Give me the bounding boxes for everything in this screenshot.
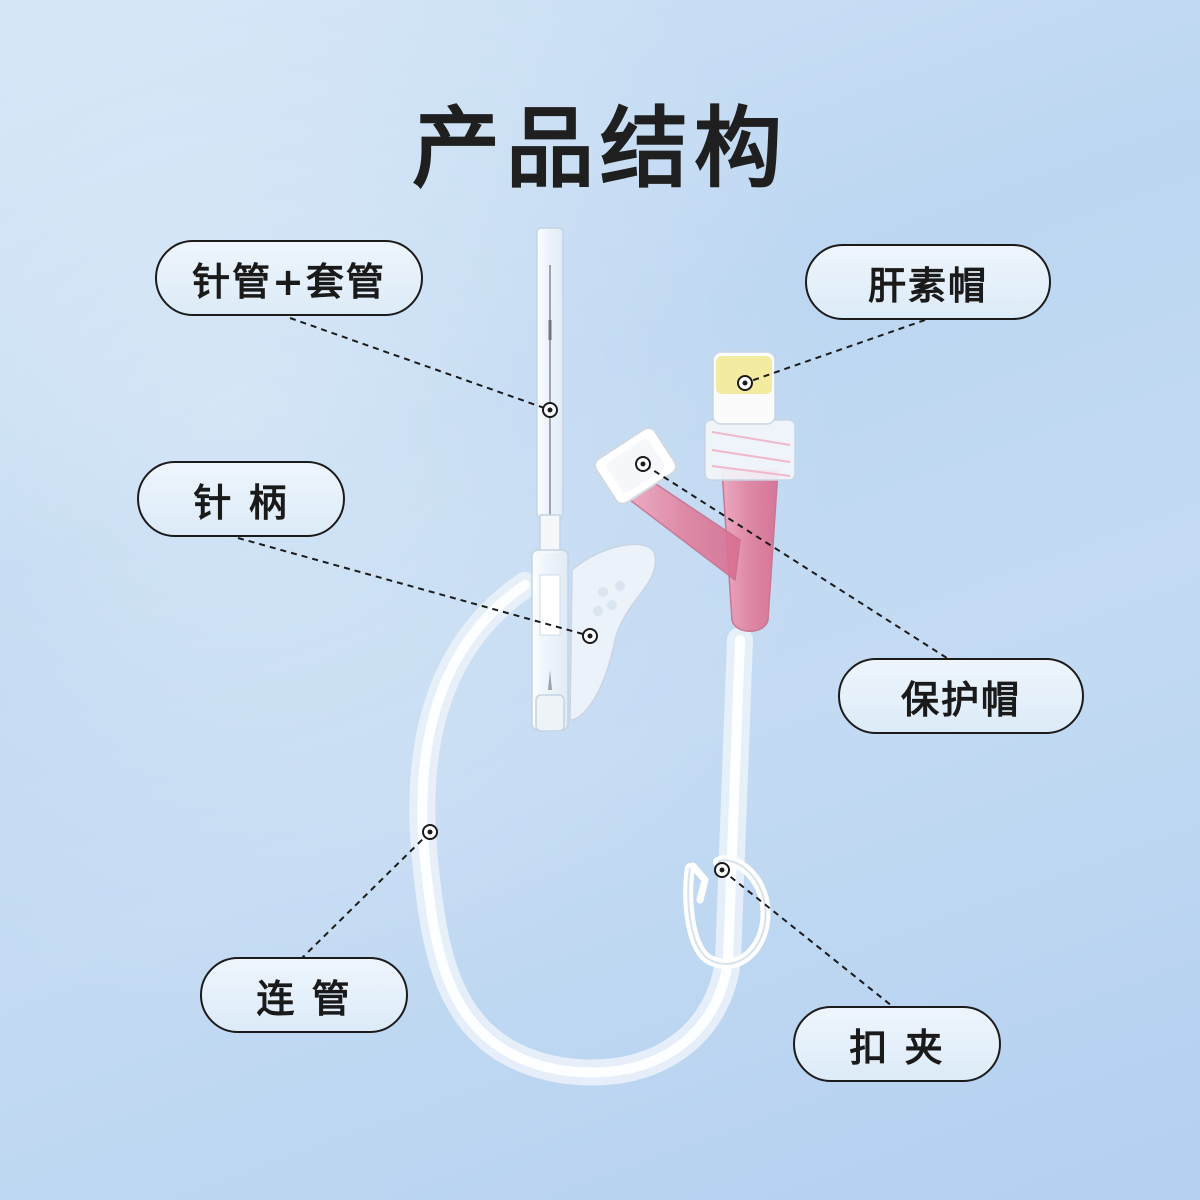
leader-connecting-tube (299, 831, 431, 961)
dot-needle-tube (542, 402, 558, 418)
leader-needle-tube (289, 317, 551, 411)
dot-heparin-cap (737, 375, 753, 391)
needle-wing (569, 543, 657, 721)
label-connecting-tube: 连 管 (200, 957, 408, 1033)
page-title: 产品结构 (411, 97, 788, 200)
connecting-tube-highlight (417, 580, 745, 1078)
label-needle-hub: 针 柄 (137, 461, 345, 537)
dot-connecting-tube (422, 824, 438, 840)
leader-heparin-cap (744, 319, 926, 384)
wing-holes (593, 581, 625, 616)
dot-protective-cap (635, 456, 651, 472)
leader-needle-hub (237, 537, 591, 637)
label-needle-tube: 针管+套管 (155, 240, 423, 316)
needle-tube (536, 227, 564, 520)
needle-hub (531, 514, 569, 732)
label-clamp: 扣 夹 (793, 1006, 1001, 1082)
label-protective-cap: 保护帽 (838, 658, 1084, 734)
label-heparin-cap: 肝素帽 (805, 244, 1051, 320)
marker-dots (422, 375, 753, 878)
dot-needle-hub (582, 628, 598, 644)
dot-clamp (714, 862, 730, 878)
clamp (683, 855, 771, 969)
leader-protective-cap (644, 464, 951, 661)
leader-lines (237, 317, 951, 1007)
leader-clamp (721, 869, 893, 1007)
